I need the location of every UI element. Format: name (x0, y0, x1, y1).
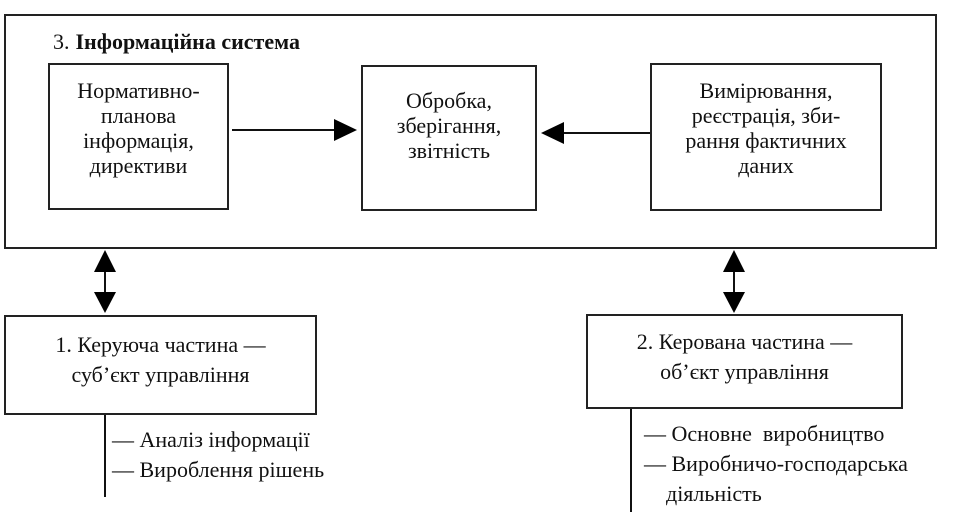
info-system-title: Інформаційна система (75, 29, 300, 54)
arrowhead-up-icon (723, 250, 745, 272)
measurement-block (650, 63, 882, 211)
arrowhead-down-icon (723, 292, 745, 313)
arrowhead-right-icon (334, 119, 357, 141)
arrowhead-left-icon (541, 122, 564, 144)
normative-block-text: Нормативно- планова інформація, директив… (77, 78, 200, 178)
arrowhead-down-icon (94, 292, 116, 313)
controlled-functions-list: — Основне виробництво — Виробничо-господ… (644, 419, 908, 509)
controlled-function-item: — Основне виробництво (644, 421, 885, 446)
arrowhead-up-icon (94, 250, 116, 272)
control-part-box (4, 315, 317, 415)
processing-block (361, 65, 537, 211)
control-functions-list: — Аналіз інформації — Вироблення рішень (112, 425, 324, 485)
control-function-item: — Аналіз інформації (112, 427, 310, 452)
processing-block-text: Обробка, зберігання, звітність (396, 88, 502, 163)
controlled-function-item: діяльність (644, 481, 762, 506)
control-function-item: — Вироблення рішень (112, 457, 325, 482)
measurement-block-text: Вимірювання, реєстрація, зби- рання факт… (685, 78, 847, 178)
info-system-number: 3. (53, 29, 70, 54)
normative-block (48, 63, 229, 210)
control-part-label: 1. Керуюча частина — суб’єкт управління (55, 332, 266, 387)
controlled-part-box (586, 314, 903, 409)
info-system-heading: 3.Інформаційна система (53, 29, 300, 55)
controlled-function-item: — Виробничо-господарська (644, 451, 908, 476)
controlled-part-label: 2. Керована частина — об’єкт управління (636, 329, 853, 384)
